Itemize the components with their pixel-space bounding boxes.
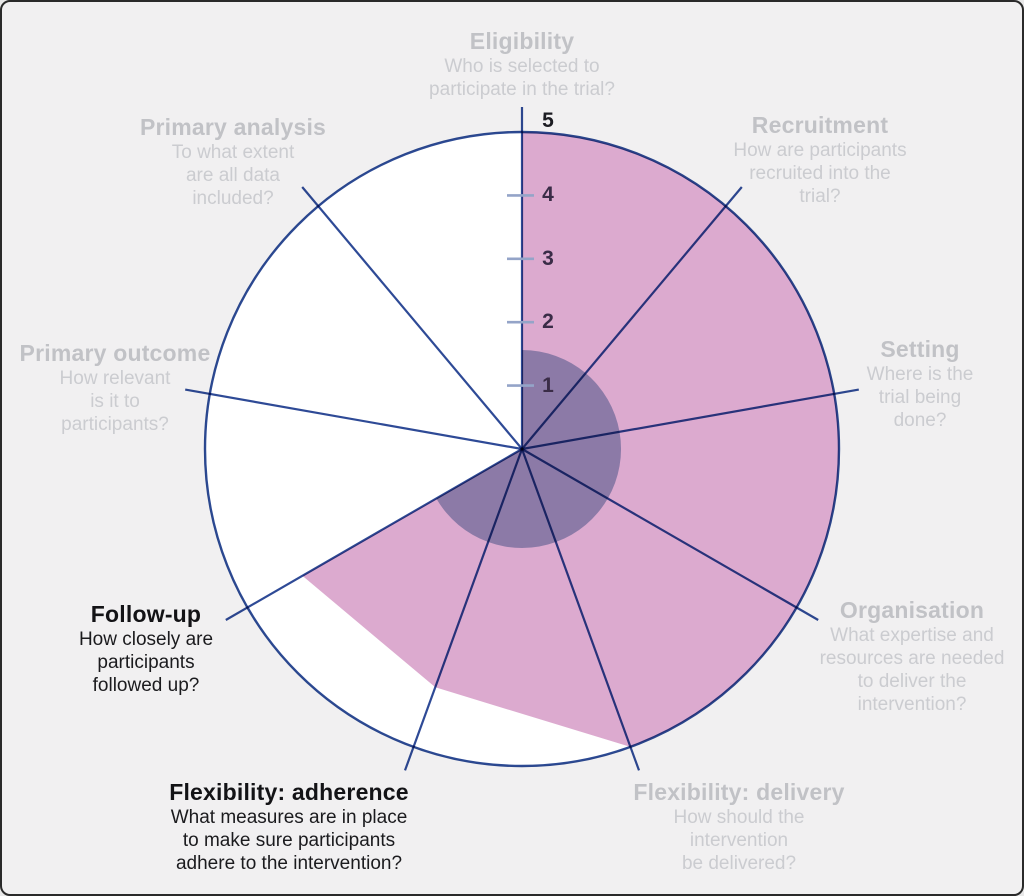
axis-tick-label: 5 xyxy=(542,109,554,132)
domain-question-line: resources are needed xyxy=(819,648,1005,669)
domain-question-line: How closely are xyxy=(78,629,214,650)
spoke-line xyxy=(185,388,523,451)
domain-question-line: adhere to the intervention? xyxy=(175,853,403,874)
domain-title: Setting xyxy=(880,336,960,362)
domain-question-line: What expertise and xyxy=(830,625,994,646)
domain-question-line: participants? xyxy=(61,414,169,435)
axis-tick-label: 1 xyxy=(542,373,554,397)
domain-title: Organisation xyxy=(839,597,985,623)
spoke-line xyxy=(521,448,819,621)
spoke-line xyxy=(403,448,524,771)
domain-question-line: followed up? xyxy=(92,675,200,696)
domain-question-line: To what extent xyxy=(171,142,295,163)
domain-question-line: What measures are in place xyxy=(170,807,408,828)
domain-title: Flexibility: adherence xyxy=(169,779,409,805)
domain-question-line: intervention xyxy=(689,830,789,851)
domain-title: Eligibility xyxy=(469,28,575,54)
domain-title: Recruitment xyxy=(751,112,889,138)
domain-question-line: is it to xyxy=(90,391,140,412)
axis-tick-label: 3 xyxy=(542,246,554,270)
spoke-line xyxy=(521,186,743,450)
domain-question-line: Where is the xyxy=(866,364,974,385)
hub-circle xyxy=(436,350,622,548)
outer-circle xyxy=(203,130,841,768)
domain-question-line: participants xyxy=(97,652,195,673)
domain-question-line: done? xyxy=(893,410,947,431)
domain-title: Primary analysis xyxy=(139,114,327,140)
domain-title: Flexibility: delivery xyxy=(633,779,845,805)
axis-tick-label: 2 xyxy=(542,310,554,334)
spoke-line xyxy=(520,448,641,771)
domain-question-line: are all data xyxy=(185,165,281,186)
spoke-line xyxy=(225,448,523,621)
domain-question-line: How should the xyxy=(673,807,805,828)
domain-question-line: Who is selected to xyxy=(444,56,600,77)
domain-question-line: included? xyxy=(192,188,274,209)
axis-tick-label: 4 xyxy=(542,183,554,207)
domain-question-line: How are participants xyxy=(733,140,907,161)
domain-question-line: trial? xyxy=(799,186,841,207)
domain-question-line: recruited into the xyxy=(749,163,891,184)
domain-question-line: to deliver the xyxy=(857,671,967,692)
domain-title: Primary outcome xyxy=(19,340,211,366)
spoke-line xyxy=(301,186,523,450)
domain-question-line: be delivered? xyxy=(681,853,797,874)
domain-title: Follow-up xyxy=(90,601,202,627)
spoke-line xyxy=(521,388,859,451)
domain-question-line: trial being xyxy=(878,387,962,408)
domain-question-line: intervention? xyxy=(857,694,967,715)
domain-question-line: participate in the trial? xyxy=(429,79,615,100)
domain-question-line: How relevant xyxy=(59,368,171,389)
domain-question-line: to make sure participants xyxy=(182,830,396,851)
